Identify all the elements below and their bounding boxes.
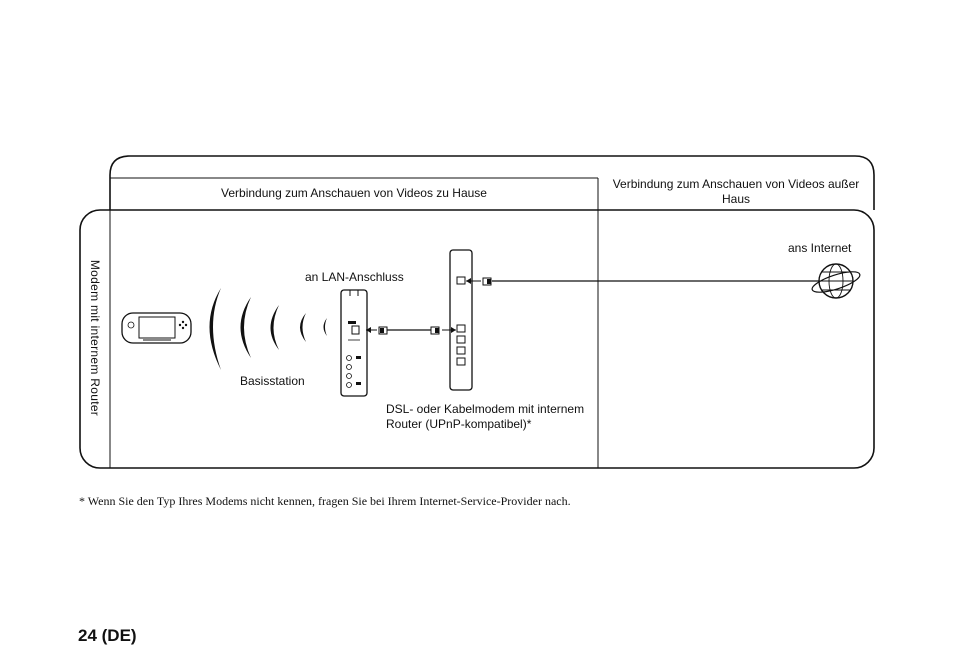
outer-frame-front [79,209,875,469]
wireless-waves-icon [209,288,327,370]
label-modem: DSL- oder Kabelmodem mit internem Router… [386,402,585,431]
header-outside: Verbindung zum Anschauen von Videos auße… [612,177,860,206]
label-lan-port: an LAN-Anschluss [305,270,404,284]
label-base-station: Basisstation [240,374,305,388]
header-home: Verbindung zum Anschauen von Videos zu H… [221,186,487,200]
page-number: 24 (DE) [78,626,137,645]
globe-icon [811,263,861,299]
lan-cable-base-modem [366,326,456,335]
label-internet: ans Internet [788,241,852,255]
side-label: Modem mit internem Router [88,259,102,417]
base-station-icon [340,289,368,397]
outer-frame-back [109,155,875,210]
internet-cable [466,277,822,286]
psp-handheld-icon [121,312,192,344]
footnote: * Wenn Sie den Typ Ihres Modems nicht ke… [79,494,571,508]
modem-router-icon [449,249,473,391]
